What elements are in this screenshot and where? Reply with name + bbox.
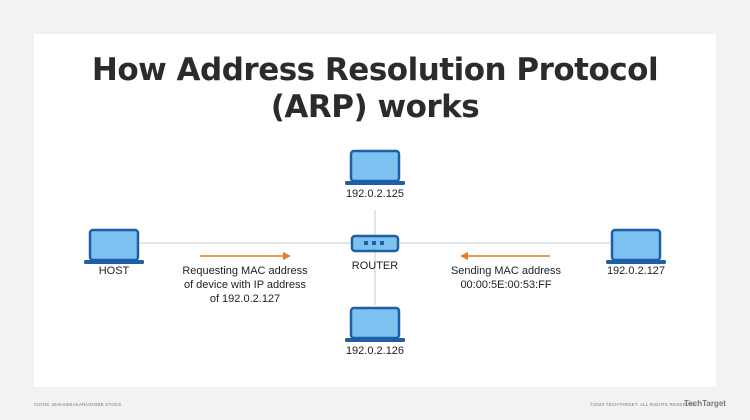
router-label: ROUTER xyxy=(351,260,399,272)
request-line-1: Requesting MAC address xyxy=(182,265,308,277)
request-message: Requesting MAC address of device with IP… xyxy=(170,264,320,306)
response-line-2: 00:00:5E:00:53:FF xyxy=(460,279,552,291)
bottom-laptop-icon xyxy=(343,306,407,344)
connectors xyxy=(140,210,610,305)
top-device-label: 192.0.2.125 xyxy=(345,188,405,200)
icon-credit: ICONS: MAKSIMIAKAN/ADOBE STOCK xyxy=(34,402,122,407)
bottom-device-label: 192.0.2.126 xyxy=(345,345,405,357)
request-line-3: of 192.0.2.127 xyxy=(209,293,281,305)
host-label: HOST xyxy=(98,265,130,277)
title-line-1: How Address Resolution Protocol xyxy=(91,52,659,88)
right-laptop-icon xyxy=(604,228,668,266)
request-arrow xyxy=(200,252,291,260)
title-line-2: (ARP) works xyxy=(270,89,480,125)
right-device-label: 192.0.2.127 xyxy=(606,265,666,277)
copyright: ©2023 TECHTARGET. ALL RIGHTS RESERVED xyxy=(590,402,696,407)
page-title: How Address Resolution Protocol (ARP) wo… xyxy=(34,52,716,126)
response-arrow xyxy=(460,252,550,260)
request-line-2: of device with IP address xyxy=(183,279,307,291)
host-laptop-icon xyxy=(82,228,146,266)
brand-logo: TechTarget xyxy=(684,399,726,408)
response-line-1: Sending MAC address xyxy=(450,265,562,277)
top-laptop-icon xyxy=(343,149,407,187)
response-message: Sending MAC address 00:00:5E:00:53:FF xyxy=(440,264,572,292)
router-icon xyxy=(350,234,400,253)
